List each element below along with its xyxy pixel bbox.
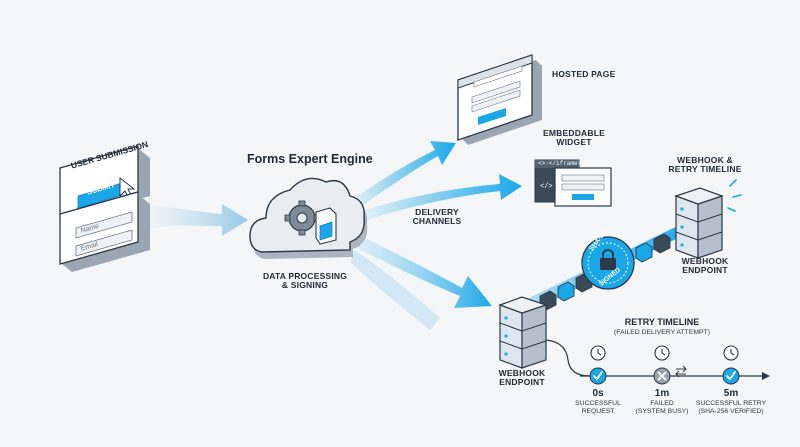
event-0-line2: REQUEST	[581, 407, 615, 415]
success-badge	[722, 367, 740, 385]
widget-label-line2: WIDGET	[556, 137, 592, 148]
event-time-1: 1m	[654, 388, 670, 399]
webhook-retry-line1: WEBHOOK &	[677, 155, 733, 165]
event-desc-1: FAILED (SYSTEM BUSY)	[636, 400, 689, 416]
widget-label-line1: EMBEDDABLE	[543, 128, 605, 138]
event-0-line1: SUCCESSFUL	[575, 400, 621, 407]
x-icon	[657, 371, 667, 381]
event-time-2: 5m	[723, 388, 739, 399]
event-time-0: 0s	[592, 388, 604, 399]
engine-title: Forms Expert Engine	[247, 152, 373, 166]
webhook-server-left	[498, 296, 548, 369]
event-2-line2: (SHA-256 VERIFIED)	[698, 407, 764, 415]
delivery-channels-label: DELIVERY CHANNELS	[412, 207, 462, 227]
hosted-page-label: HOSTED PAGE	[552, 69, 616, 79]
event-desc-0: SUCCESSFUL REQUEST	[575, 400, 621, 416]
sha256-seal	[581, 236, 635, 290]
timeline-events	[589, 345, 740, 385]
webhook-endpoint-left-line1: WEBHOOK	[498, 368, 546, 378]
user-submission-card	[59, 145, 150, 272]
timeline-arrowhead	[762, 372, 770, 380]
input-arrow	[150, 204, 248, 236]
widget-label: EMBEDDABLE WIDGET	[543, 128, 605, 148]
arrow-to-widget	[350, 174, 522, 224]
webhook-endpoint-right-line2: ENDPOINT	[682, 265, 728, 276]
hosted-page-browser	[457, 54, 542, 145]
webhook-retry-line2: RETRY TIMELINE	[668, 164, 742, 175]
clock-hands-icon	[661, 349, 666, 356]
engine-cloud	[249, 177, 368, 259]
retry-timeline-title: RETRY TIMELINE	[624, 317, 700, 327]
embeddable-widget	[534, 159, 612, 207]
retry-timeline-subtitle: (FAILED DELIVERY ATTEMPT)	[614, 329, 710, 336]
retry-swap-icon	[675, 365, 687, 378]
engine-processing-line1: DATA PROCESSING	[262, 271, 348, 281]
clock-hands-icon	[597, 349, 602, 356]
arrow-shadow-lower	[350, 250, 440, 330]
check-icon	[726, 371, 736, 380]
webhook-endpoint-right-line1: WEBHOOK	[681, 256, 729, 266]
notification-spark	[727, 179, 742, 212]
iframe-code-text: <>·</iframe>	[538, 160, 582, 167]
webhook-retry-label: WEBHOOK & RETRY TIMELINE	[668, 155, 742, 175]
event-2-line1: SUCCESSFUL RETRY	[695, 400, 767, 407]
webhook-endpoint-right-label: WEBHOOK ENDPOINT	[681, 256, 729, 276]
webhook-server-right	[674, 187, 724, 259]
success-badge	[589, 367, 607, 385]
timeline-connector	[545, 339, 591, 377]
event-1-line1: FAILED	[650, 400, 674, 407]
delivery-channels-line2: CHANNELS	[412, 216, 462, 227]
event-desc-2: SUCCESSFUL RETRY (SHA-256 VERIFIED)	[696, 400, 766, 416]
arrow-to-hosted-page	[345, 141, 456, 212]
clock-hands-icon	[730, 349, 735, 356]
webhook-endpoint-left-line2: ENDPOINT	[499, 377, 545, 388]
arrow-to-webhook	[340, 228, 492, 308]
engine-processing-label: DATA PROCESSING & SIGNING	[262, 271, 348, 291]
widget-code-icon: </>	[540, 183, 553, 191]
engine-processing-line2: & SIGNING	[281, 280, 329, 291]
event-1-line2: (SYSTEM BUSY)	[635, 407, 689, 415]
webhook-endpoint-left-label: WEBHOOK ENDPOINT	[498, 368, 546, 388]
delivery-channels-line1: DELIVERY	[415, 207, 459, 217]
check-icon	[593, 371, 603, 380]
